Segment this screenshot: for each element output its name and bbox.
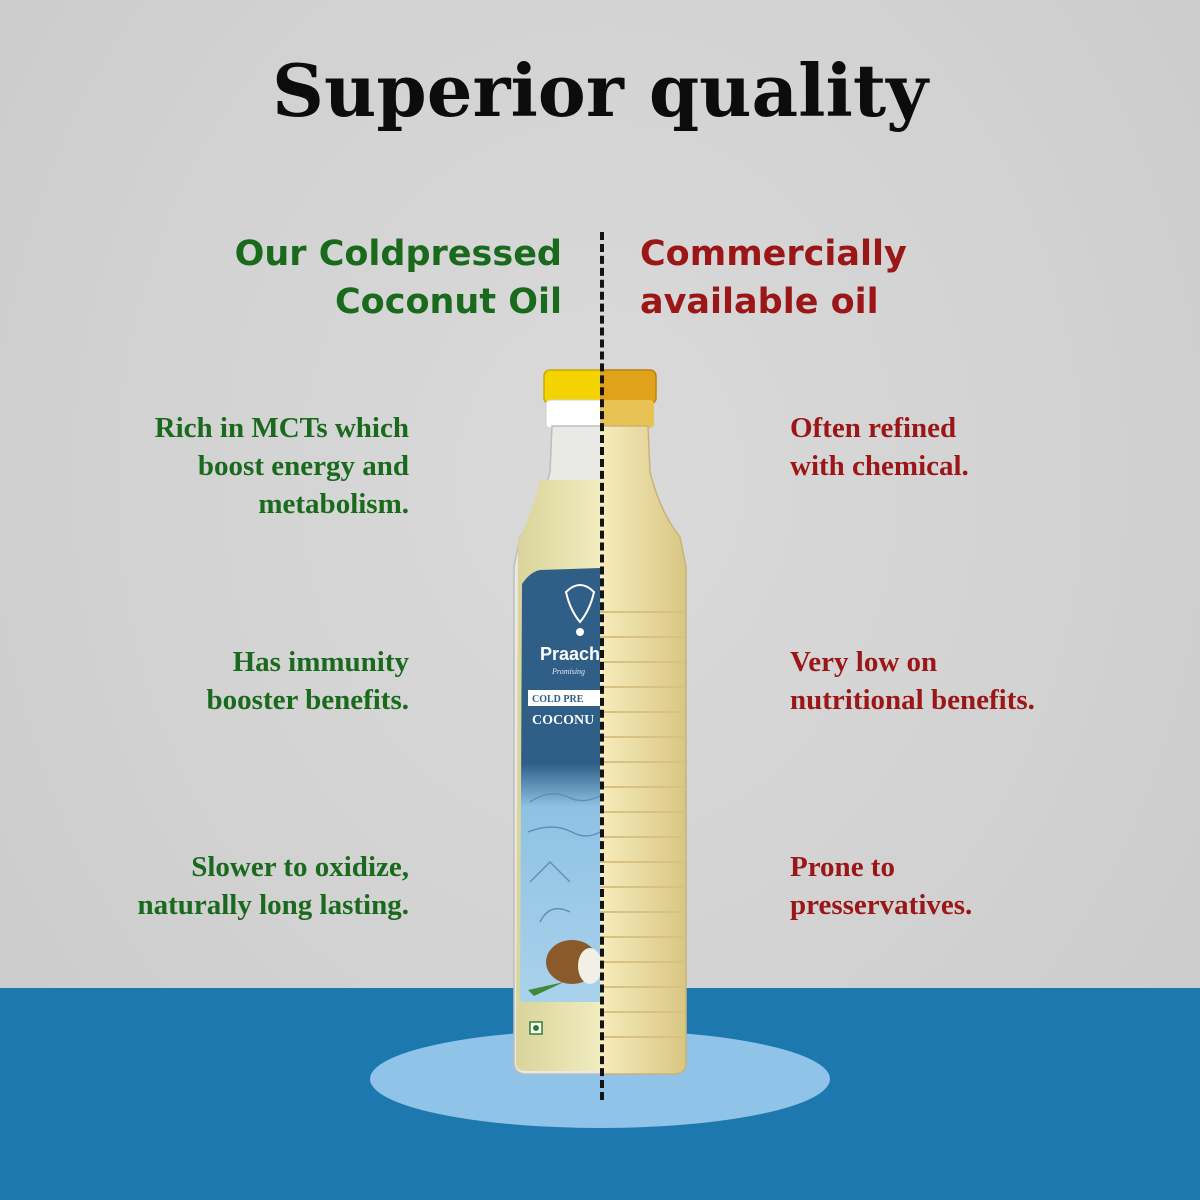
right-drawback-2: Very low on nutritional benefits. — [790, 643, 1035, 719]
bottle-cap-yellow — [543, 369, 600, 405]
right-heading: Commercially available oil — [640, 230, 1000, 326]
label-line-1: COLD PRE — [532, 694, 584, 705]
left-benefit-3-line-2: naturally long lasting. — [137, 889, 409, 921]
right-drawback-1-line-2: with chemical. — [790, 450, 969, 482]
left-heading: Our Coldpressed Coconut Oil — [202, 230, 562, 326]
label-line-2: COCONU — [532, 713, 594, 728]
coldpressed-bottle-half: Praach Promising COLD PRE COCONU — [513, 369, 600, 1075]
left-benefit-2-line-1: Has immunity — [232, 646, 409, 678]
left-benefit-2: Has immunity booster benefits. — [207, 643, 409, 719]
right-drawback-1-line-1: Often refined — [790, 412, 957, 444]
left-benefit-1-line-3: metabolism. — [258, 488, 409, 520]
right-heading-line-2: available oil — [640, 282, 879, 322]
left-benefit-3-line-1: Slower to oxidize, — [191, 851, 409, 883]
right-drawback-2-line-1: Very low on — [790, 646, 938, 678]
bottle-cap-gold — [600, 369, 657, 405]
right-drawback-3-line-1: Prone to — [790, 851, 895, 883]
page-title: Superior quality — [272, 48, 928, 133]
right-drawback-1: Often refined with chemical. — [790, 409, 969, 485]
right-drawback-3: Prone to presservatives. — [790, 848, 972, 924]
split-bottle-illustration: Praach Promising COLD PRE COCONU — [513, 369, 687, 1075]
left-benefit-1-line-1: Rich in MCTs which — [154, 412, 409, 444]
left-benefit-2-line-2: booster benefits. — [206, 684, 409, 716]
right-drawback-2-line-2: nutritional benefits. — [790, 684, 1035, 716]
left-benefit-1: Rich in MCTs which boost energy and meta… — [155, 409, 409, 523]
label-brand: Praach — [540, 644, 600, 664]
comparison-divider — [600, 232, 604, 1100]
left-benefit-3: Slower to oxidize, naturally long lastin… — [137, 848, 409, 924]
left-heading-line-1: Our Coldpressed — [234, 234, 562, 274]
right-heading-line-1: Commercially — [640, 234, 907, 274]
right-drawback-3-line-2: presservatives. — [790, 889, 973, 921]
left-benefit-1-line-2: boost energy and — [197, 450, 409, 482]
label-tagline: Promising — [551, 667, 585, 676]
commercial-bottle-half — [600, 369, 687, 1075]
bottle-label — [520, 568, 600, 1002]
left-heading-line-2: Coconut Oil — [334, 282, 562, 322]
